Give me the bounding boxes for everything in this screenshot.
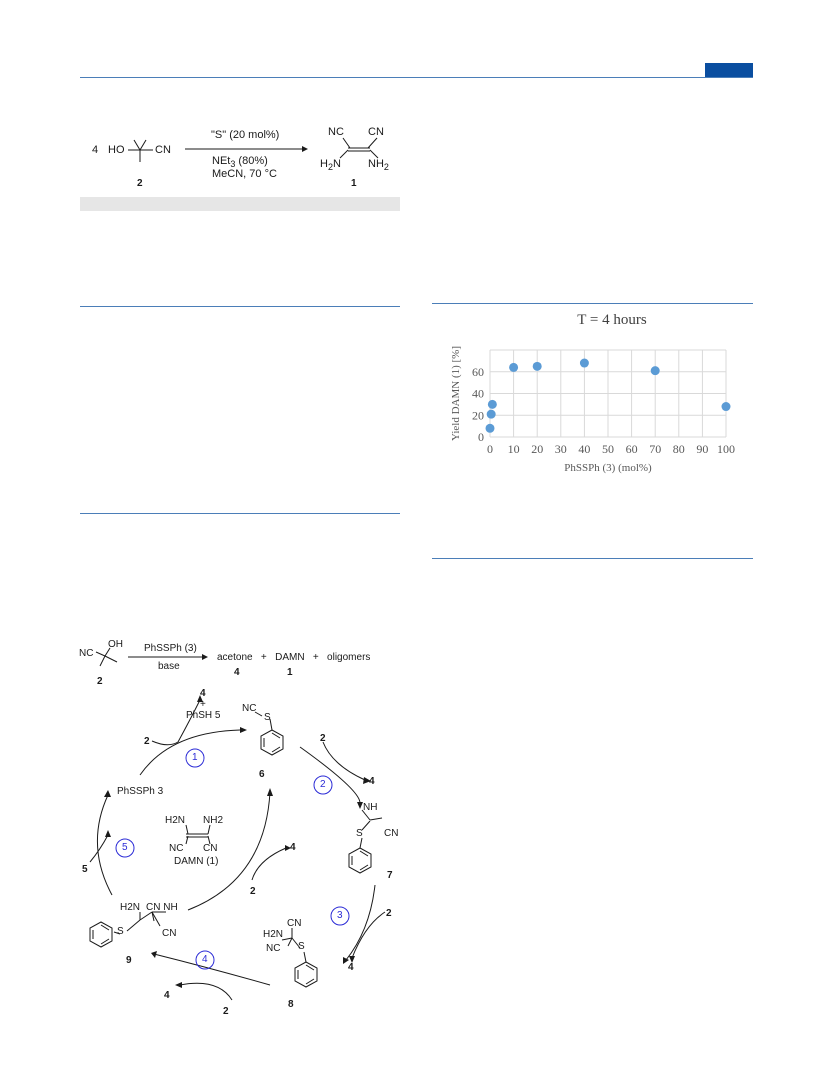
compound-9-s: S (117, 926, 124, 937)
grey-band (80, 197, 400, 211)
cycle-released-4-a: 4 (369, 776, 375, 787)
reactant-coefficient: 4 (92, 144, 99, 156)
y-tick-label: 60 (472, 365, 484, 379)
x-tick-label: 90 (696, 442, 708, 456)
x-tick-label: 30 (555, 442, 567, 456)
compound-8-number: 8 (288, 999, 294, 1010)
compound-8-cn: CN (287, 918, 302, 929)
y-tick-label: 20 (472, 408, 484, 422)
x-tick-label: 20 (531, 442, 543, 456)
section-rule-right-1 (432, 303, 753, 304)
reactant-number: 2 (137, 178, 143, 189)
cycle-reagent-2-d: 2 (386, 908, 392, 919)
step-1-label: 1 (192, 752, 198, 763)
data-point (532, 361, 542, 371)
chart-title: T = 4 hours (577, 312, 647, 328)
compound-8-nc: NC (266, 943, 281, 954)
x-tick-label: 10 (508, 442, 520, 456)
cycle-reagent-5: 5 (82, 864, 88, 875)
compound-8-h2n: H2N (263, 929, 284, 940)
cycle-reagent-2-b: 2 (320, 733, 326, 744)
header-tab (705, 63, 753, 77)
y-axis-label: Yield DAMN (1) [%] (450, 346, 462, 441)
phsh-plus: + (200, 699, 206, 710)
bottom-reactant-nc: NC (79, 648, 94, 659)
data-point (721, 402, 731, 412)
step-2-label: 2 (320, 779, 326, 790)
bottom-reagent-label: PhSSPh (3) (144, 643, 197, 654)
cycle-released-4-b: 4 (290, 842, 296, 853)
product-cn-label: CN (368, 126, 384, 138)
damn-label: DAMN (1) (174, 856, 219, 867)
compound-7-s: S (356, 828, 363, 839)
compound-9-h2n: H2N (120, 902, 141, 913)
x-axis-label: PhSSPh (3) (mol%) (564, 462, 652, 474)
bottom-reactant-oh: OH (108, 639, 123, 650)
data-point (509, 362, 519, 372)
data-point (487, 399, 497, 409)
data-point (486, 409, 496, 419)
x-tick-label: 50 (602, 442, 614, 456)
damn-nh2: NH2 (203, 815, 224, 826)
damn-cn: CN (203, 843, 218, 854)
product-nc-label: NC (328, 126, 344, 138)
compound-6-number: 6 (259, 769, 265, 780)
condition-solvent: MeCN, 70 °C (212, 168, 277, 180)
phsh-top-number: 4 (200, 688, 206, 699)
damn-nc: NC (169, 843, 184, 854)
x-tick-label: 60 (626, 442, 638, 456)
damn-h2n: H2N (165, 815, 186, 826)
bottom-reactant-number: 2 (97, 676, 103, 687)
section-rule-right-2 (432, 558, 753, 559)
reagent-label: "S" (20 mol%) (211, 129, 280, 141)
step-4-label: 4 (202, 954, 208, 965)
y-tick-label: 40 (472, 387, 484, 401)
cycle-released-4-d: 4 (164, 990, 170, 1001)
x-tick-label: 0 (487, 442, 493, 456)
damn-number: 1 (287, 667, 293, 678)
compound-7-nh: NH (363, 802, 378, 813)
phsh-label: PhSH 5 (186, 710, 221, 721)
compound-8-s: S (298, 941, 305, 952)
acetone-number: 4 (234, 667, 240, 678)
bottom-base-label: base (158, 661, 180, 672)
step-3-label: 3 (337, 910, 343, 921)
cycle-released-4-c: 4 (348, 962, 354, 973)
compound-7-number: 7 (387, 870, 393, 881)
step-5-label: 5 (122, 842, 128, 853)
compound-6-s: S (264, 712, 271, 723)
data-point (485, 423, 495, 433)
data-point (650, 366, 660, 376)
product-number: 1 (351, 178, 357, 189)
header-rule (80, 77, 753, 78)
condition-base: NEt3 (80%) (212, 155, 268, 170)
data-point (579, 358, 589, 368)
cycle-reagent-2-e: 2 (223, 1006, 229, 1017)
x-tick-label: 100 (717, 442, 735, 456)
x-tick-label: 40 (578, 442, 590, 456)
compound-9-number: 9 (126, 955, 132, 966)
bottom-products-label: acetone + DAMN + oligomers (217, 652, 371, 663)
compound-9-cn: CN (162, 928, 177, 939)
product-nh2-label: NH2 (368, 158, 389, 173)
x-tick-label: 70 (649, 442, 661, 456)
compound-9-cnnh: CN NH (146, 902, 178, 913)
reactant-cn-label: CN (155, 144, 171, 156)
phsph-label: PhSSPh 3 (117, 786, 164, 797)
cycle-reagent-2-a: 2 (144, 736, 150, 747)
product-h2n-label: H2N (320, 158, 341, 173)
reactant-ho-label: HO (108, 144, 125, 156)
section-rule-left-1 (80, 306, 400, 307)
cycle-reagent-2-c: 2 (250, 886, 256, 897)
y-tick-label: 0 (478, 430, 484, 444)
compound-6-nc: NC (242, 703, 257, 714)
compound-7-cn: CN (384, 828, 399, 839)
section-rule-left-2 (80, 513, 400, 514)
x-tick-label: 80 (673, 442, 685, 456)
